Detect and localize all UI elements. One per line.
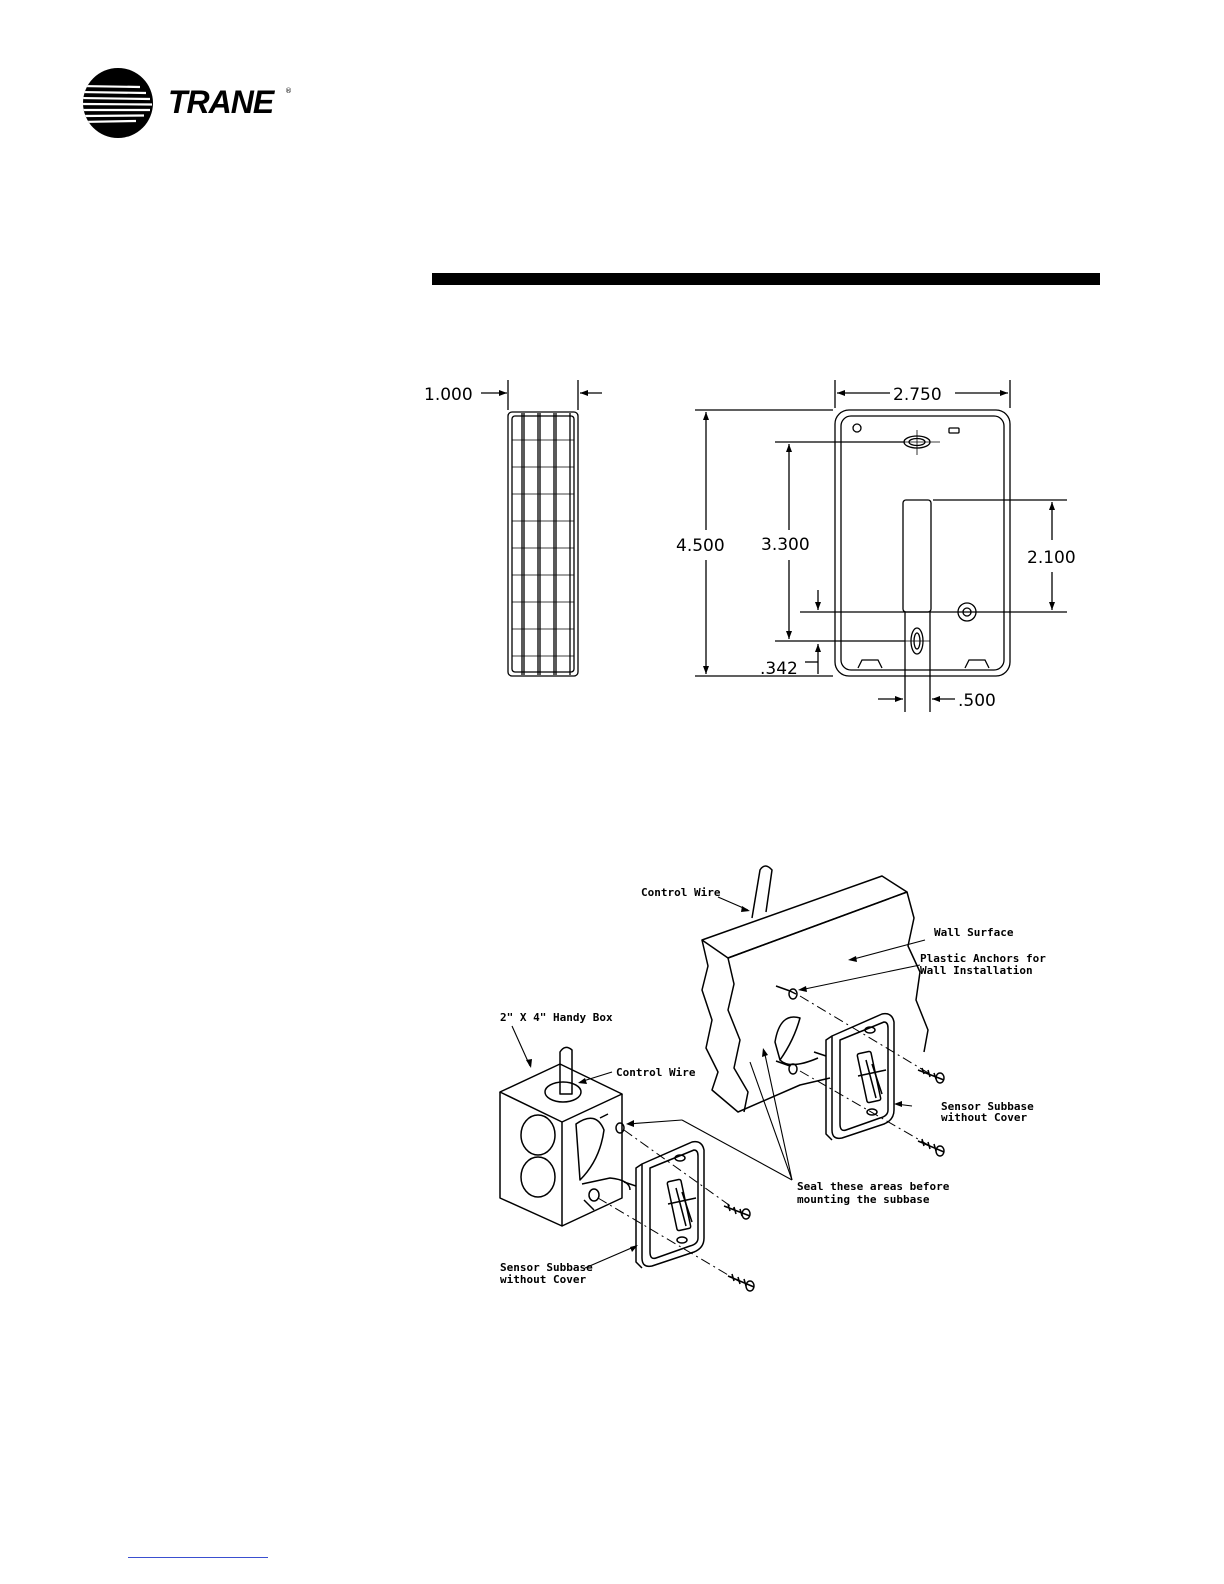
side-view	[508, 412, 578, 676]
dim-slot-length: 2.100	[1027, 548, 1076, 568]
label-subbase-left-2: without Cover	[500, 1273, 586, 1286]
label-handy-box: 2" X 4" Handy Box	[500, 1011, 613, 1024]
front-view	[835, 410, 1010, 676]
sensor-subbase-right	[814, 1014, 894, 1140]
label-wall-surface: Wall Surface	[934, 926, 1014, 939]
label-seal-2: mounting the subbase	[797, 1193, 930, 1206]
dim-offset-bottom: .342	[760, 659, 798, 679]
dim-height: 4.500	[676, 536, 725, 556]
label-control-wire-wall: Control Wire	[641, 886, 721, 899]
sensor-subbase-left	[624, 1142, 704, 1268]
dim-slot-width: .500	[958, 691, 996, 711]
footer-link-underline	[128, 1557, 268, 1558]
dim-hole-spacing: 3.300	[761, 535, 810, 555]
dim-depth: 1.000	[424, 385, 473, 405]
label-subbase-right-2: without Cover	[941, 1111, 1027, 1124]
label-plastic-anchors-2: Wall Installation	[920, 964, 1033, 977]
dim-width: 2.750	[893, 385, 942, 405]
label-seal-1: Seal these areas before	[797, 1180, 950, 1193]
label-control-wire-box: Control Wire	[616, 1066, 696, 1079]
handy-box	[500, 1047, 630, 1226]
installation-drawing: Control Wire Wall Surface Plastic Anchor…	[0, 840, 1224, 1320]
dimension-drawing: 1.000 2.750 4.500 3.300 2.100 .342 .500	[0, 0, 1224, 760]
